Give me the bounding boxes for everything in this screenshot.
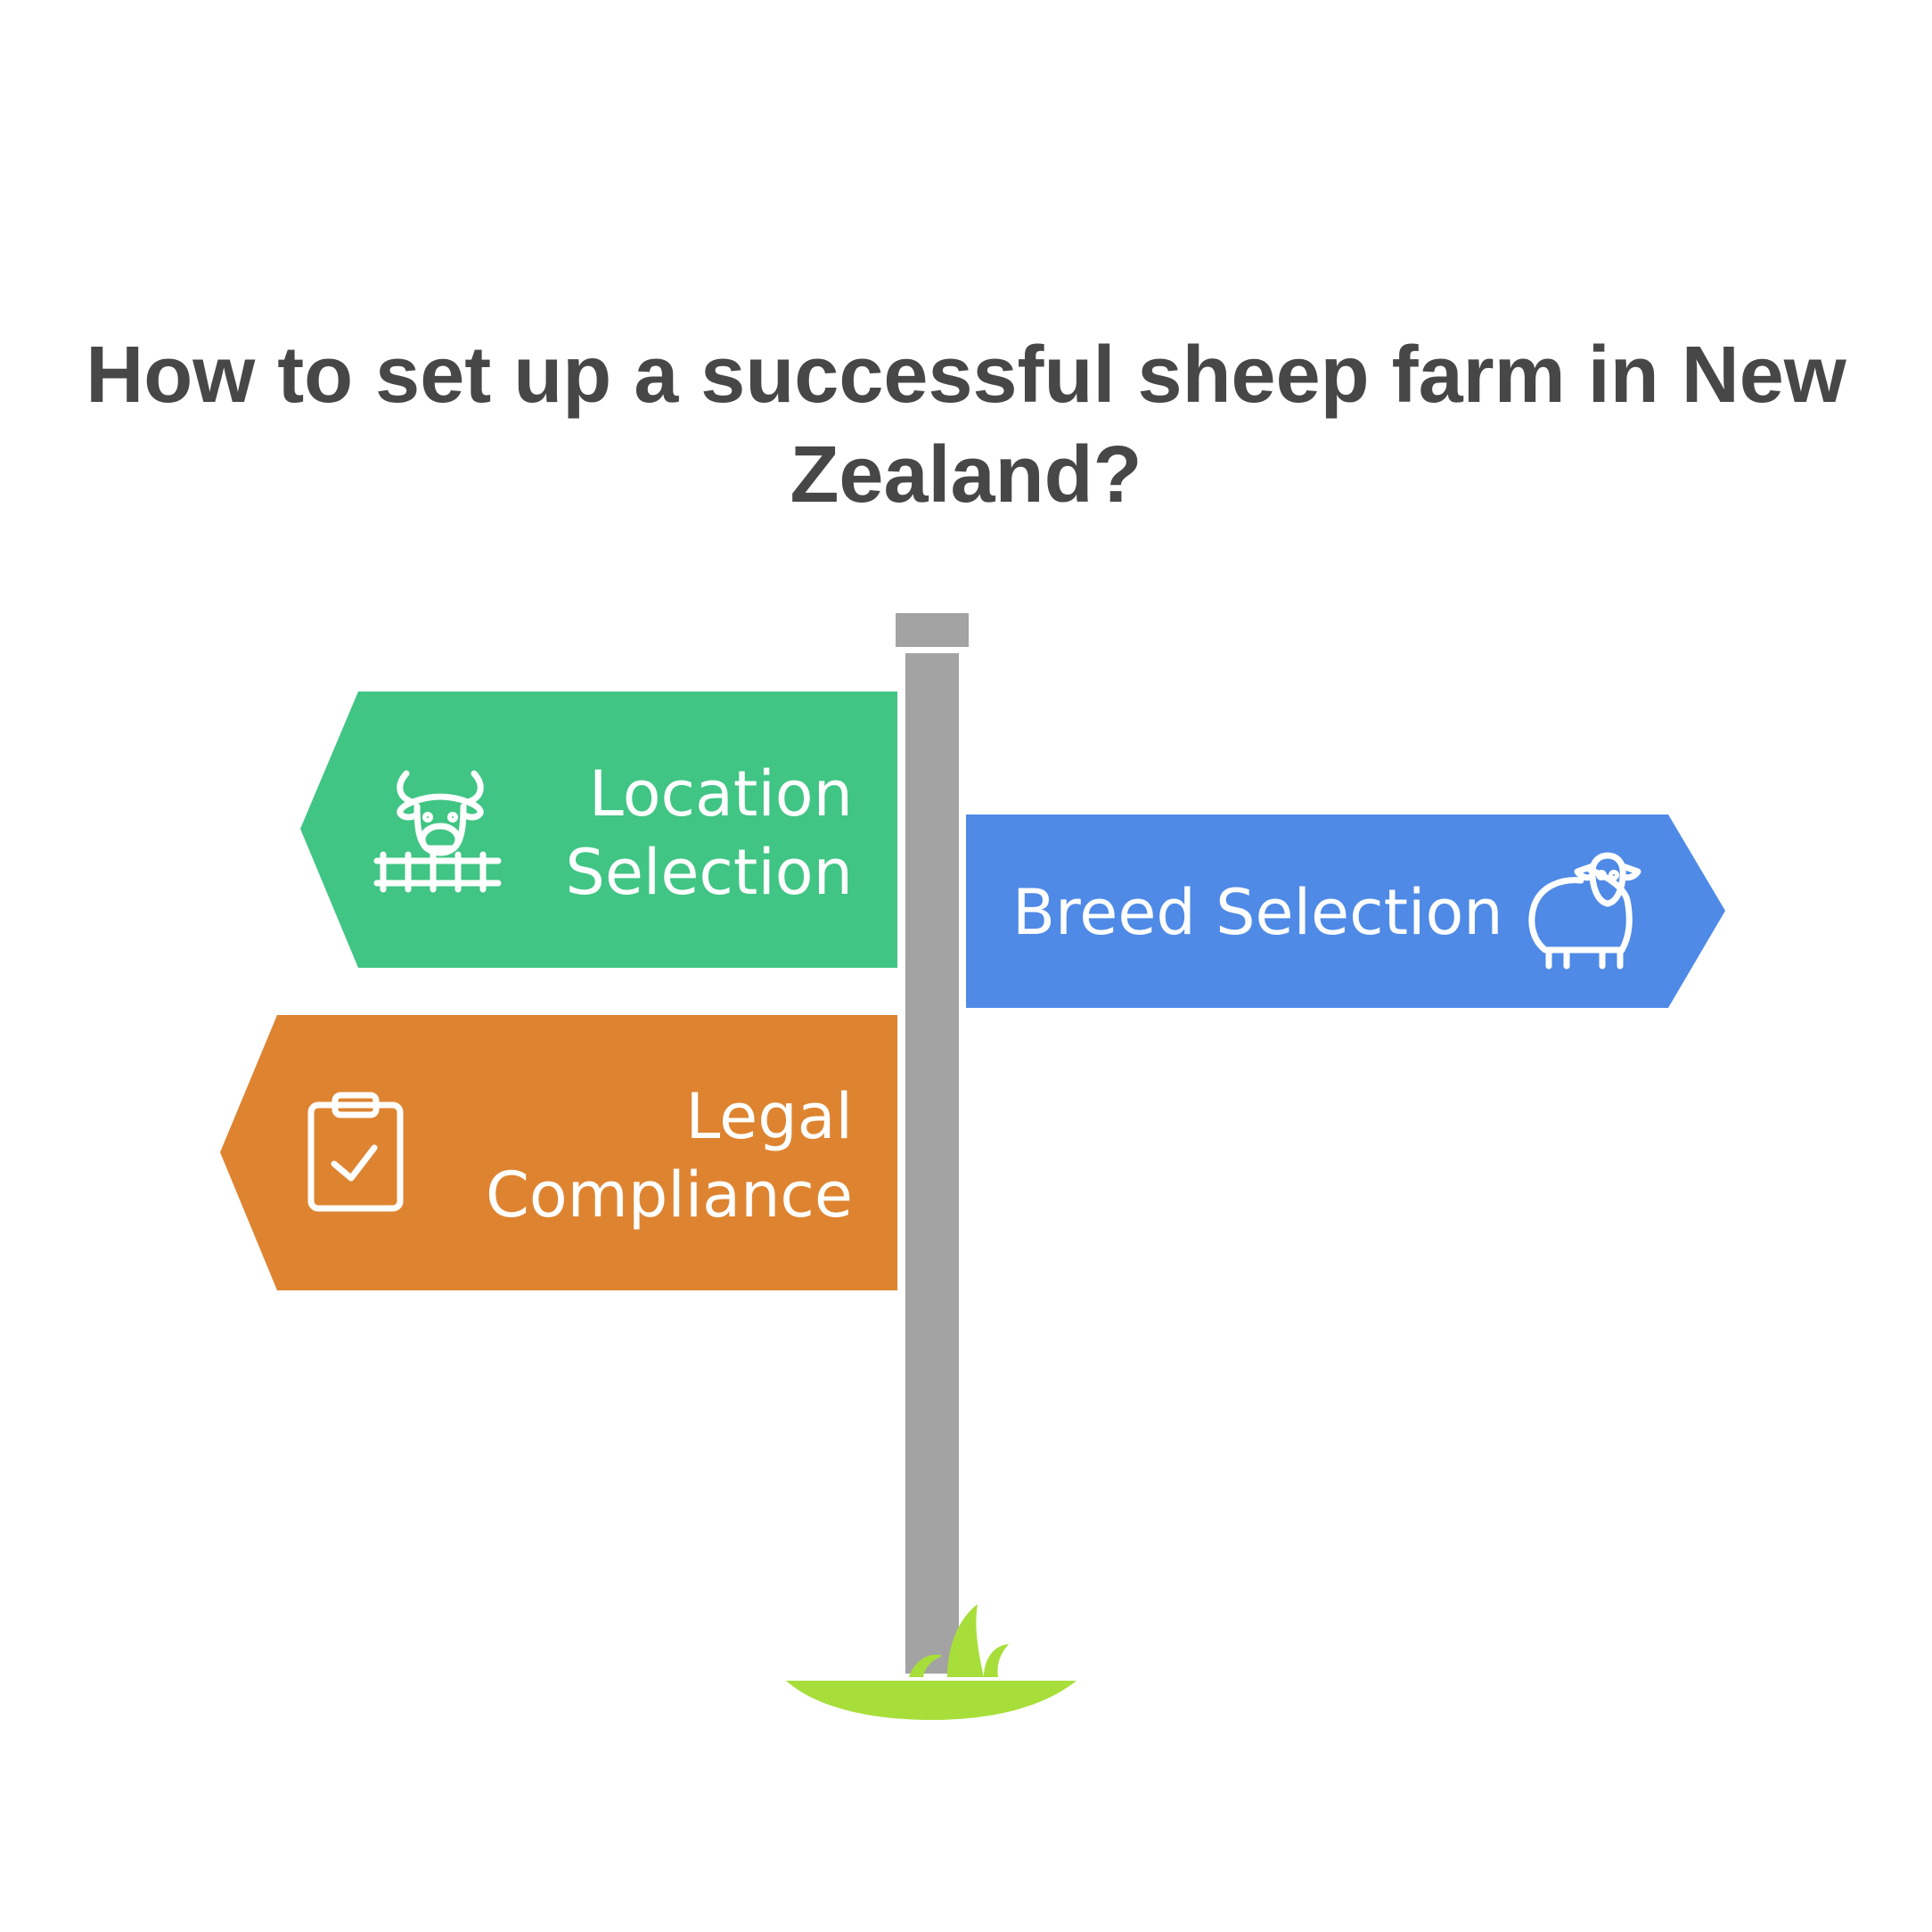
sheep-icon xyxy=(1528,852,1641,970)
sign-location-shape xyxy=(300,692,897,968)
cow-fence-icon xyxy=(373,770,502,893)
sign-legal-line2: Compliance xyxy=(486,1158,853,1232)
post xyxy=(905,653,959,1674)
grass xyxy=(786,1604,1077,1720)
sign-legal-line1: Legal xyxy=(685,1080,853,1153)
sign-legal-shape xyxy=(220,1015,897,1290)
page-title: How to set up a successful sheep farm in… xyxy=(86,331,1846,520)
clipboard-check-icon xyxy=(307,1092,404,1212)
sign-location-line2: Selection xyxy=(565,836,853,909)
sign-location-line1: Location xyxy=(589,757,853,831)
sign-breed-selection: Breed Selection xyxy=(966,815,1725,1008)
sign-legal-compliance: Legal Compliance xyxy=(220,1015,897,1290)
sign-breed-label: Breed Selection xyxy=(1012,876,1503,949)
post-cap xyxy=(896,613,969,647)
sign-breed-shape xyxy=(966,815,1725,1008)
sign-location-selection: Location Selection xyxy=(300,692,897,968)
